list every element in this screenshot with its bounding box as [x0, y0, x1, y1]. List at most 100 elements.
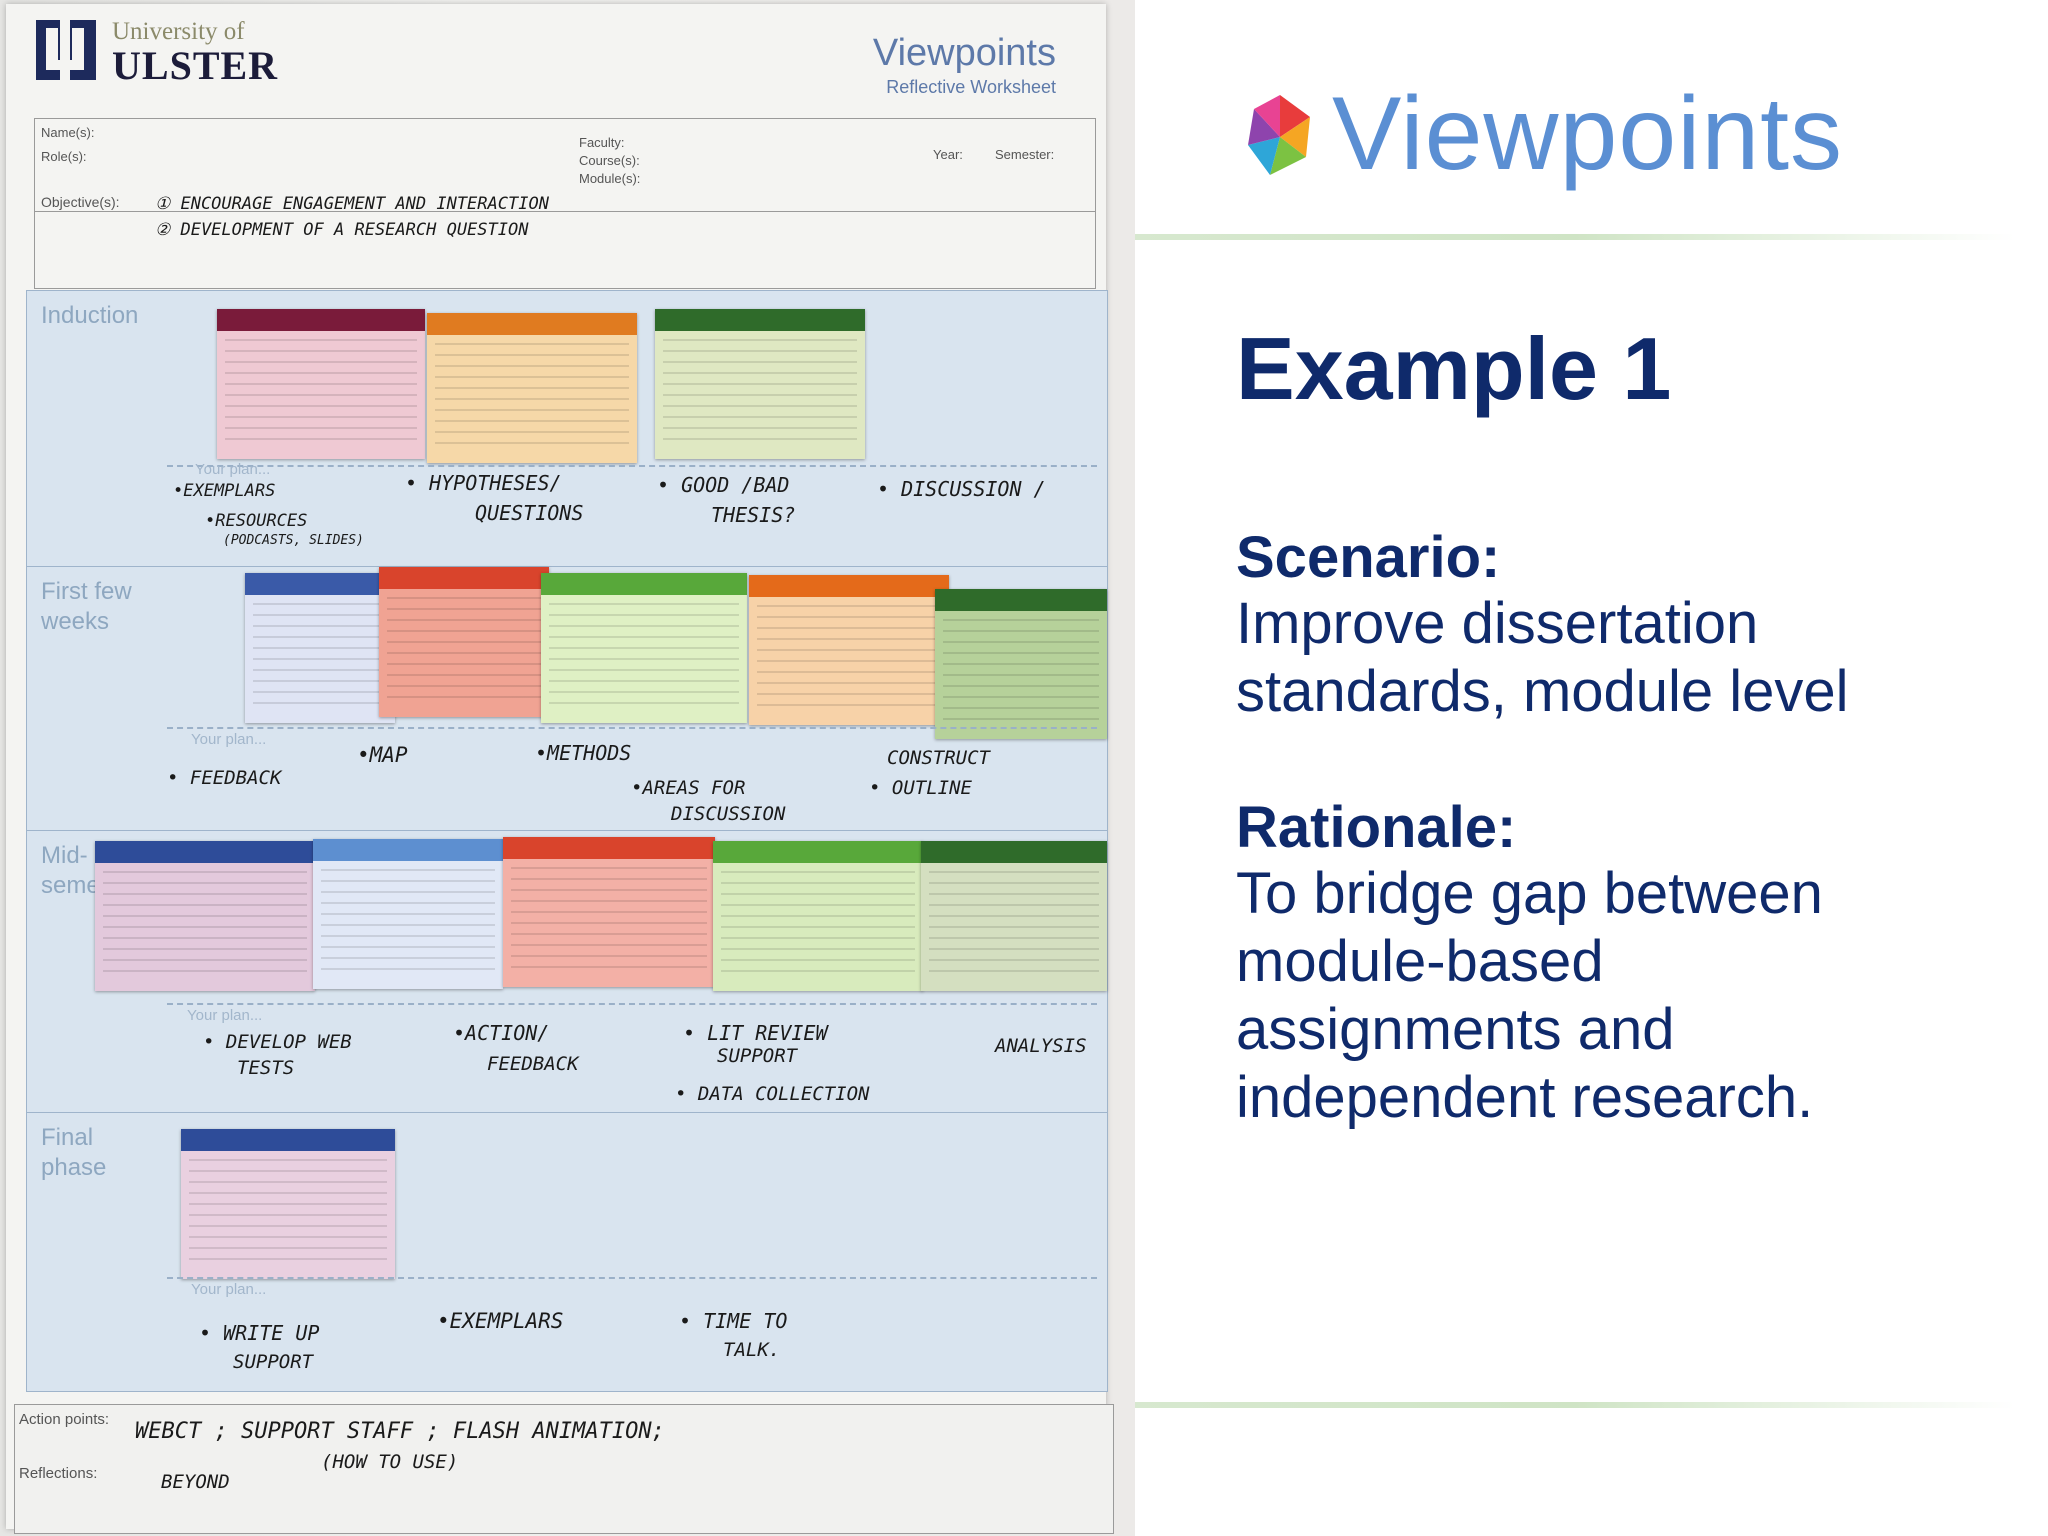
phase-band-mid-semester: Mid-seme Your plan... • DEVELOP WEB TEST… [26, 830, 1108, 1114]
university-crest-icon [36, 20, 96, 80]
card-3 [655, 309, 865, 459]
phase-name: Induction [41, 302, 139, 329]
card-1 [217, 309, 425, 459]
plan-note: • WRITE UP [199, 1321, 320, 1345]
plan-note: •EXEMPLARS [437, 1309, 564, 1333]
phase-band-first-weeks: First few weeks Your plan... • FEEDBACK … [26, 566, 1108, 832]
field-year-label: Year: [933, 147, 963, 162]
worksheet-brand-subtitle: Reflective Worksheet [886, 77, 1056, 97]
plan-divider [167, 727, 1097, 729]
plan-note: • LIT REVIEW [683, 1021, 828, 1045]
card-1 [95, 841, 315, 991]
plan-note: TESTS [237, 1057, 295, 1079]
field-role-label: Role(s): [41, 149, 87, 164]
plan-note: TALK. [723, 1339, 781, 1361]
rationale-line: To bridge gap between [1236, 861, 1823, 926]
action-note: WEBCT ; SUPPORT STAFF ; FLASH ANIMATION; [135, 1419, 665, 1444]
phase-band-induction: Induction Your plan... •EXEMPLARS •RESOU… [26, 290, 1108, 568]
plan-note: THESIS? [711, 503, 796, 527]
worksheet-brand-title: Viewpoints [872, 32, 1056, 74]
plan-note: • FEEDBACK [167, 767, 282, 789]
plan-note: • GOOD /BAD [657, 473, 790, 497]
rationale-line: independent research. [1236, 1065, 1814, 1130]
plan-note: SUPPORT [717, 1045, 798, 1067]
plan-note: •ACTION/ [453, 1021, 550, 1045]
scenario-line: Improve dissertation [1236, 591, 1759, 656]
top-divider [1135, 234, 2015, 240]
rationale-text: To bridge gap between module-based assig… [1236, 860, 2016, 1132]
objectives-box: Objective(s): ① ENCOURAGE ENGAGEMENT AND… [34, 188, 1096, 289]
card-3 [503, 837, 715, 987]
objective-1: ① ENCOURAGE ENGAGEMENT AND INTERACTION [155, 194, 549, 214]
plan-note: •RESOURCES [205, 511, 308, 531]
card-3 [541, 573, 747, 723]
worksheet-photo: University of ULSTER Viewpoints Reflecti… [0, 0, 1135, 1536]
field-faculty-label: Faculty: [579, 135, 625, 150]
plan-note: •MAP [357, 743, 408, 767]
plan-note: • HYPOTHESES/ [405, 471, 562, 495]
scenario-line: standards, module level [1236, 659, 1849, 724]
phase-name: Final phase [41, 1124, 107, 1181]
plan-note: • OUTLINE [869, 777, 972, 799]
card-1 [181, 1129, 395, 1279]
plan-note: SUPPORT [233, 1351, 314, 1373]
phase-band-final: Final phase Your plan... • WRITE UP SUPP… [26, 1112, 1108, 1392]
plan-label: Your plan... [195, 461, 271, 478]
action-note-3: BEYOND [161, 1471, 230, 1493]
plan-divider [167, 1003, 1097, 1005]
field-course-label: Course(s): [579, 153, 640, 168]
plan-note: •METHODS [535, 741, 632, 765]
plan-label: Your plan... [191, 1281, 267, 1298]
plan-divider [167, 1277, 1097, 1279]
worksheet-header-fields: Name(s): Role(s): Faculty: Course(s): Mo… [34, 118, 1096, 212]
plan-note: DISCUSSION [671, 803, 786, 825]
card-5 [921, 841, 1107, 991]
card-5 [935, 589, 1107, 739]
plan-note: • DISCUSSION / [877, 477, 1046, 501]
viewpoints-logo-text: Viewpoints [1332, 76, 1844, 192]
plan-note: • DATA COLLECTION [675, 1083, 870, 1105]
objectives-label: Objective(s): [41, 194, 120, 210]
action-points-box: Action points: Reflections: WEBCT ; SUPP… [14, 1404, 1114, 1534]
card-4 [713, 841, 923, 991]
plan-note: • TIME TO [679, 1309, 788, 1333]
plan-divider [167, 465, 1097, 467]
plan-label: Your plan... [187, 1007, 263, 1024]
reflections-label: Reflections: [19, 1465, 98, 1482]
phase-name: Mid-seme [41, 842, 100, 899]
university-name: ULSTER [112, 43, 279, 88]
phase-name: First few weeks [41, 578, 132, 635]
action-note-2: (HOW TO USE) [321, 1451, 459, 1473]
slide-title: Example 1 [1236, 319, 1672, 418]
plan-note: •EXEMPLARS [173, 481, 276, 501]
university-small-text: University of [112, 18, 245, 45]
scenario-text: Improve dissertation standards, module l… [1236, 590, 2016, 726]
plan-note: CONSTRUCT [887, 747, 990, 769]
card-4 [749, 575, 949, 725]
field-semester-label: Semester: [995, 147, 1055, 162]
plan-note: • DEVELOP WEB [203, 1031, 352, 1053]
rationale-label: Rationale: [1236, 795, 1517, 860]
viewpoints-logo: Viewpoints [1240, 75, 1920, 195]
field-module-label: Module(s): [579, 171, 641, 186]
rationale-line: assignments and [1236, 997, 1675, 1062]
rationale-line: module-based [1236, 929, 1604, 994]
university-logo: University of ULSTER [36, 14, 396, 94]
plan-note: •AREAS FOR [631, 777, 746, 799]
plan-note: QUESTIONS [475, 501, 584, 525]
field-name-label: Name(s): [41, 125, 95, 140]
plan-note: ANALYSIS [995, 1035, 1087, 1057]
viewpoints-pinwheel-icon [1248, 95, 1310, 175]
objective-2: ② DEVELOPMENT OF A RESEARCH QUESTION [155, 220, 529, 240]
bottom-divider [1135, 1402, 2015, 1408]
worksheet-sheet: University of ULSTER Viewpoints Reflecti… [6, 4, 1114, 1534]
card-2 [427, 313, 637, 463]
plan-note: (PODCASTS, SLIDES) [223, 533, 364, 548]
worksheet-brand: Viewpoints Reflective Worksheet [873, 32, 1056, 98]
scenario-label: Scenario: [1236, 525, 1501, 590]
card-2 [379, 567, 549, 717]
plan-note: FEEDBACK [487, 1053, 579, 1075]
card-1 [245, 573, 395, 723]
card-2 [313, 839, 503, 989]
action-points-label: Action points: [19, 1411, 110, 1428]
